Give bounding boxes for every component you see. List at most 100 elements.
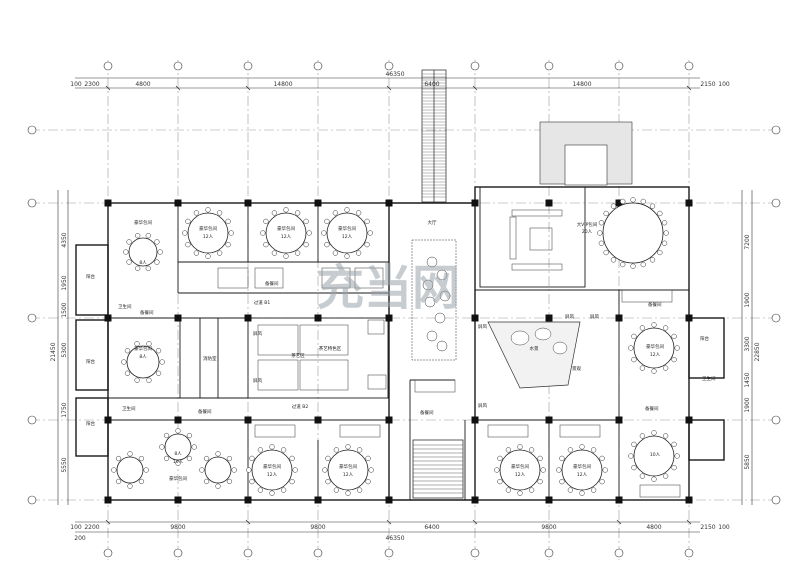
watermark: 充当网 [316, 260, 460, 316]
chair [257, 487, 264, 493]
chair [193, 210, 200, 216]
label-screen-5: 屏风 [478, 403, 487, 409]
dim-left-b: 1950 [61, 275, 68, 290]
chair [662, 325, 669, 331]
label-balcony-1: 阳台 [86, 273, 95, 280]
label-pr1: 豪华包间 [134, 219, 152, 226]
round-table [499, 449, 541, 491]
label-cap-7: 12人 [515, 472, 526, 478]
chair [598, 220, 605, 226]
chair [355, 210, 362, 216]
chair [494, 467, 500, 473]
lobby-pebbles [411, 239, 457, 361]
label-cap-9: 12人 [650, 352, 661, 358]
chair [540, 467, 546, 473]
chair [630, 263, 636, 269]
chair [662, 433, 669, 439]
chair [640, 198, 646, 205]
label-cap-6: 12人 [343, 472, 354, 478]
dim-bot-total: 46350 [385, 535, 404, 542]
dim-bot-f: 9800 [541, 524, 556, 531]
chair [364, 218, 370, 225]
column [545, 199, 553, 207]
chair [628, 453, 634, 459]
chair [651, 430, 657, 436]
chair [651, 322, 657, 328]
chair [226, 478, 233, 485]
label-cap-10: 10人 [650, 452, 661, 458]
dimension-ticks [105, 85, 692, 525]
chair [649, 203, 656, 209]
chair [332, 250, 339, 256]
round-table [126, 345, 160, 379]
chair [662, 365, 669, 371]
column [685, 496, 693, 504]
chair [322, 467, 328, 473]
column [104, 314, 112, 322]
dim-left-e: 1750 [61, 402, 68, 417]
dim-top-g: 2150 [700, 81, 715, 88]
label-wc-3: 卫生间 [702, 375, 716, 382]
chair [134, 341, 140, 347]
label-cap-14: 8人 [174, 451, 182, 457]
chair [599, 478, 605, 485]
chair [260, 230, 266, 236]
column [244, 496, 252, 504]
chair [124, 348, 131, 354]
column [545, 416, 553, 424]
chair [620, 198, 626, 205]
column [385, 416, 393, 424]
chair [640, 261, 646, 268]
dim-top-c: 4800 [135, 81, 150, 88]
dim-top-total: 46350 [385, 71, 404, 78]
round-table [251, 449, 293, 491]
round-table [204, 456, 232, 484]
chair [367, 230, 373, 236]
label-prep-3: 备餐间 [420, 409, 434, 416]
chair [182, 230, 188, 236]
dim-top-d: 14800 [273, 81, 292, 88]
chair [344, 253, 350, 259]
chair [671, 441, 677, 448]
chair [280, 447, 287, 453]
column [385, 314, 393, 322]
label-screen-6: 屏风 [590, 314, 599, 320]
dim-bot-g: 4800 [646, 524, 661, 531]
chair [559, 478, 565, 485]
chair [661, 240, 668, 246]
chair [271, 210, 278, 216]
chair [145, 232, 151, 239]
chair [185, 218, 191, 225]
chair [505, 447, 512, 453]
chair [356, 447, 363, 453]
chair [610, 203, 617, 209]
chair [355, 250, 362, 256]
stair-treads: (function(){var g=document.currentScript… [422, 73, 446, 198]
chair [497, 455, 503, 462]
round-table [326, 212, 368, 254]
column [314, 416, 322, 424]
chair [225, 241, 231, 248]
label-screen-3: 屏风 [478, 324, 487, 330]
column [314, 199, 322, 207]
left-dims: 21450 4350 1950 1500 5300 1750 5550 [50, 232, 68, 472]
chair [216, 250, 223, 256]
dim-right-total: 22850 [754, 342, 761, 361]
chair [143, 467, 149, 473]
chair [639, 433, 646, 439]
chair [135, 265, 141, 272]
column [104, 416, 112, 424]
label-prep-2: 备餐间 [198, 408, 212, 415]
column [615, 314, 623, 322]
column [471, 496, 479, 504]
chair [123, 249, 129, 255]
exterior-stair [421, 69, 447, 203]
chair [321, 230, 327, 236]
chair [138, 455, 145, 462]
label-big-vip: 大VIP包间 [577, 221, 598, 228]
chair [269, 490, 275, 496]
column [685, 314, 693, 322]
chair [249, 478, 255, 485]
dim-left-d: 5300 [61, 342, 68, 357]
structural-columns [104, 199, 693, 504]
